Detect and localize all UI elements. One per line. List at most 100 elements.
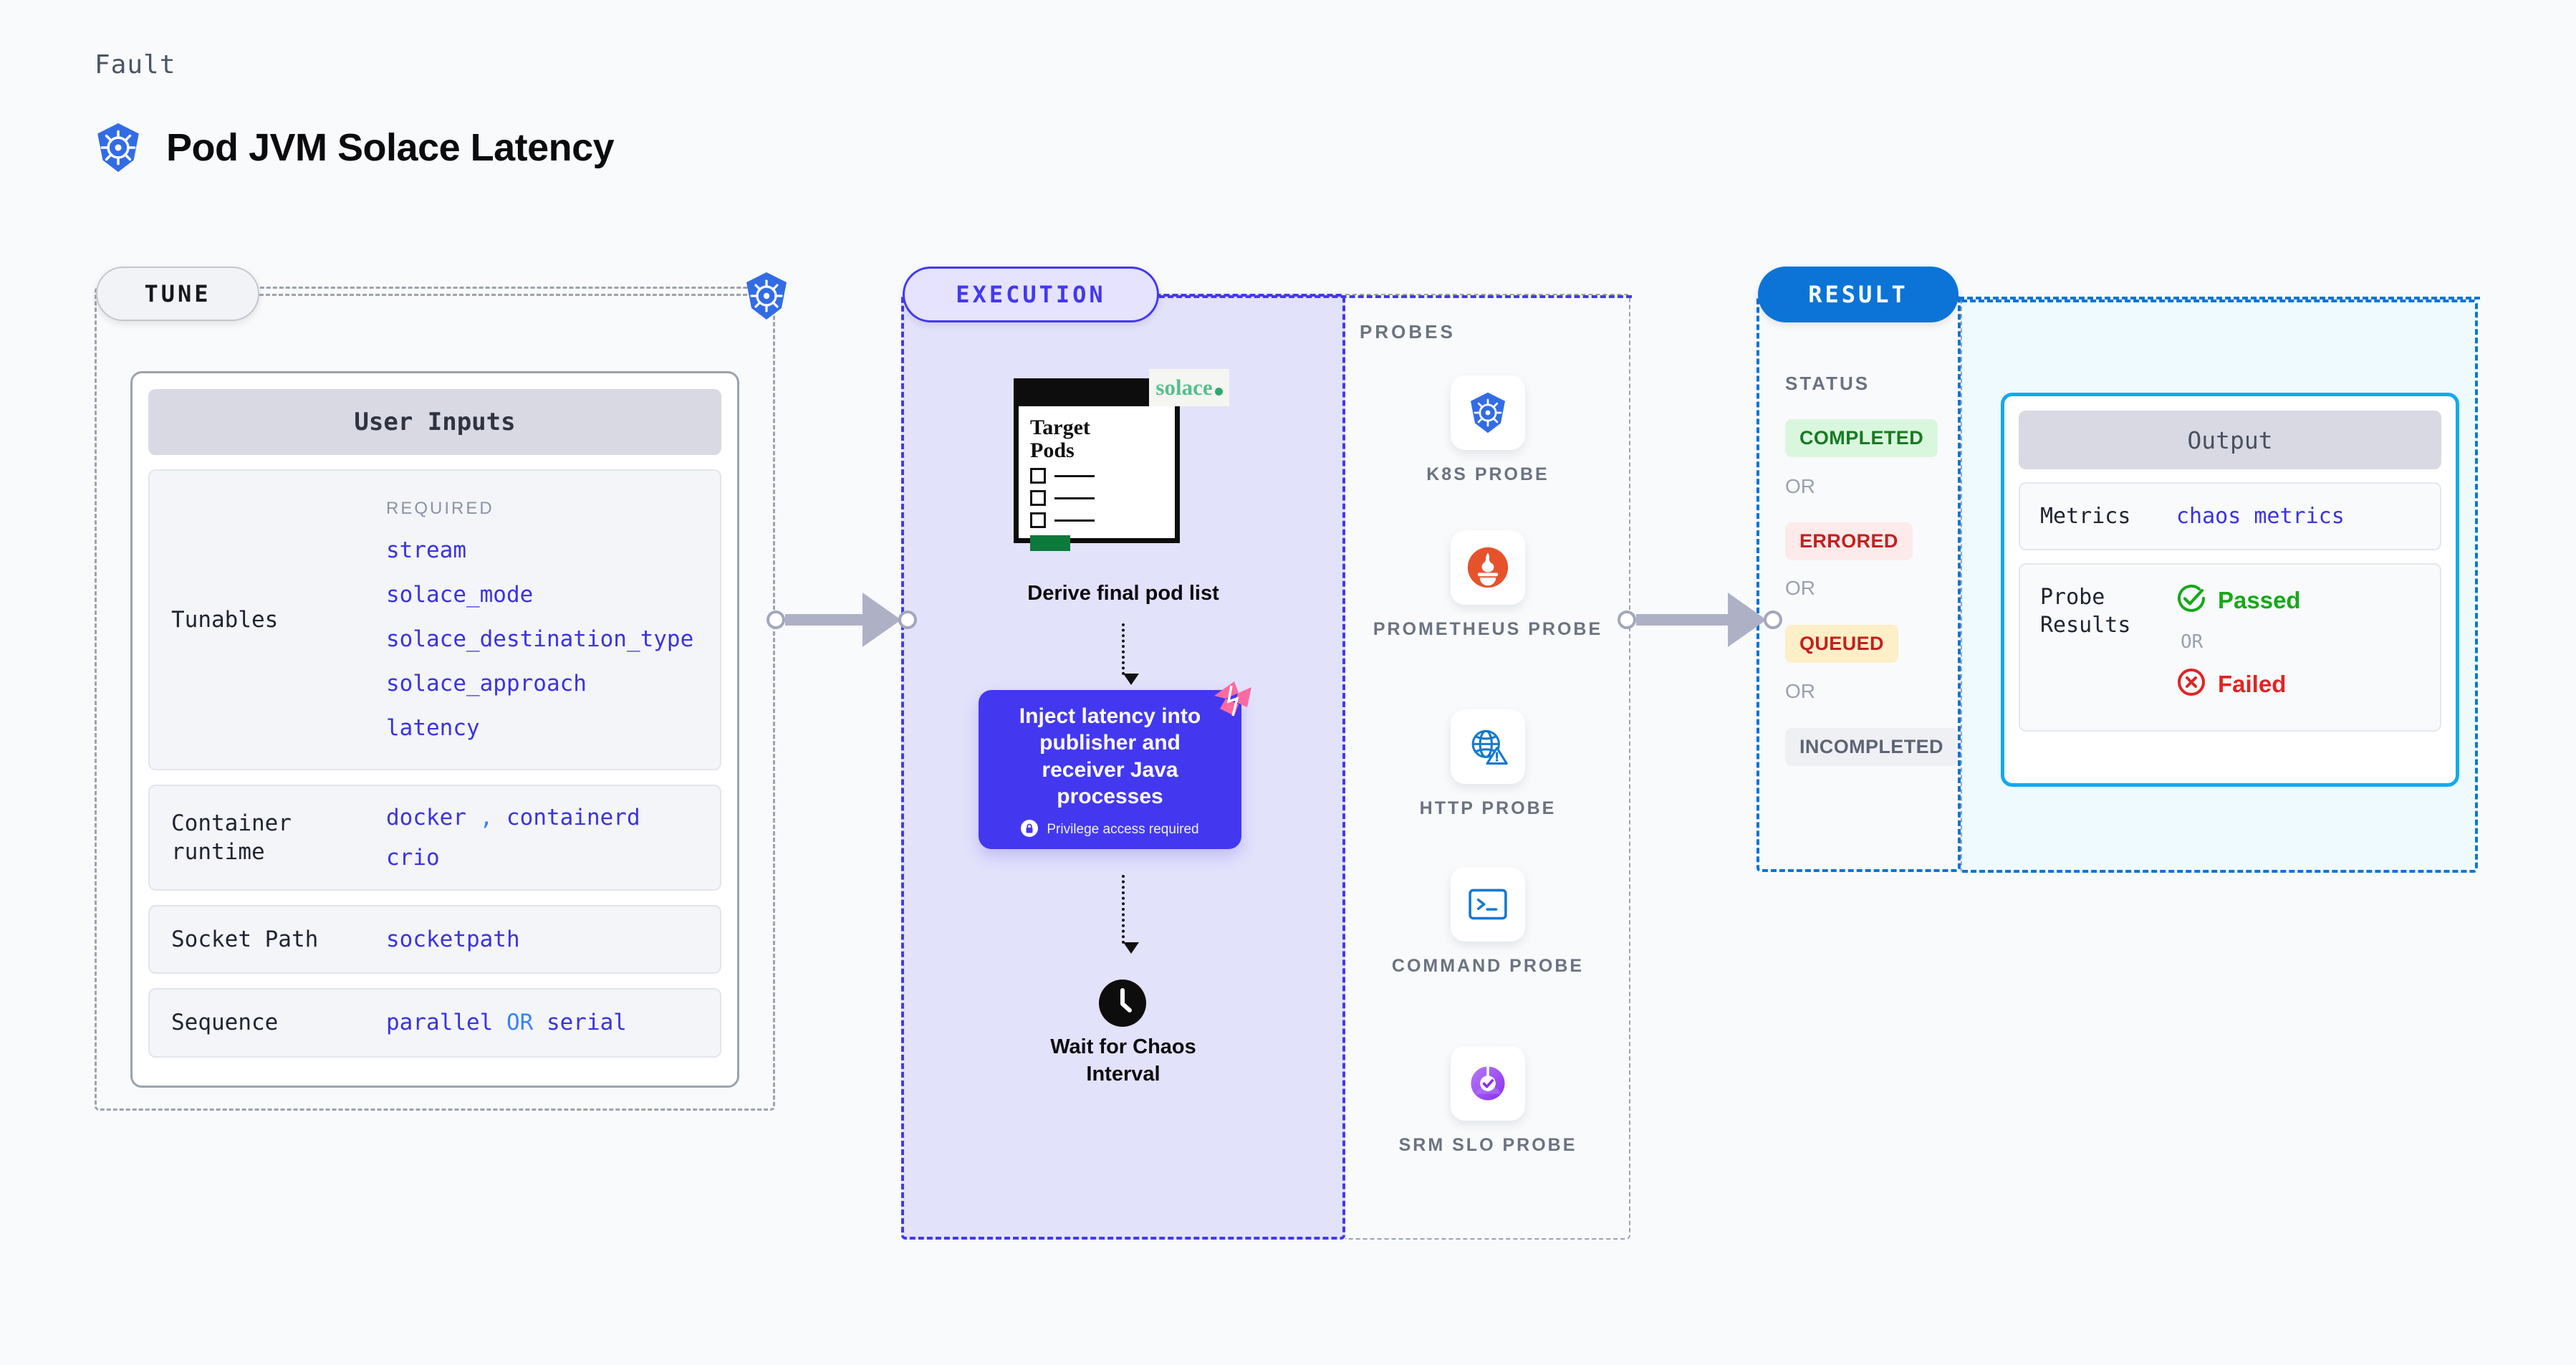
container-runtime-values: docker , containerd crio [386,805,698,871]
metrics-label: Metrics [2040,504,2131,529]
failed-label: Failed [2218,670,2287,697]
connector-end-dot [1764,610,1782,629]
target-pods-title-line1: Target [1030,416,1090,439]
sequence-serial[interactable]: serial [546,1010,627,1036]
prometheus-icon [1467,547,1509,588]
flow-arrow-icon [1122,623,1139,685]
wait-caption-line1: Wait for Chaos [1050,1035,1196,1058]
x-circle-icon [2176,667,2206,701]
socket-path-row: Socket Path socketpath [148,905,721,974]
stage-pill-tune[interactable]: TUNE [96,267,259,321]
connector-start-dot [766,610,785,629]
target-pods-title-line2: Pods [1030,438,1075,462]
probe-results-values: Passed OR Failed [2176,583,2301,701]
green-bar [1030,535,1070,551]
status-or-label: OR [1785,475,1815,497]
solace-logo-text: solace [1155,375,1213,400]
socket-path-label: Socket Path [171,926,319,952]
status-badge-completed: COMPLETED [1785,419,1938,457]
stage-pill-execution[interactable]: EXECUTION [903,267,1159,322]
list-item [1030,512,1163,528]
socket-path-value[interactable]: socketpath [386,926,520,953]
metrics-row: Metrics chaos metrics [2019,482,2441,550]
checkbox-icon [1030,468,1046,484]
privilege-note-text: Privilege access required [1047,822,1199,838]
probe-tile [1451,530,1525,605]
runtime-containerd[interactable]: containerd [506,805,640,830]
list-item [1030,490,1163,506]
srm-slo-gauge-icon [1471,1065,1505,1101]
status-title: STATUS [1785,373,1870,394]
status-badge-errored: ERRORED [1785,522,1913,560]
execution-leader-line [1159,295,1632,298]
probe-label: SRM SLO PROBE [1398,1135,1577,1155]
probe-results-or: OR [2181,631,2203,653]
check-circle-icon [2176,583,2206,617]
terminal-icon [1469,889,1507,920]
metrics-value[interactable]: chaos metrics [2176,504,2345,529]
output-title: Output [2019,411,2441,469]
probe-results-label: Probe Results [2040,585,2131,638]
card-body: Target Pods [1019,406,1175,561]
status-or-label: OR [1785,577,1815,599]
user-inputs-card: User Inputs Tunables REQUIRED stream sol… [130,371,739,1088]
status-badge-queued: QUEUED [1785,625,1898,663]
sequence-label: Sequence [171,1010,279,1036]
privilege-note: Privilege access required [1021,819,1199,840]
inject-latency-text: Inject latency into publisher and receiv… [1019,704,1201,808]
arrow-head-icon [1728,593,1767,647]
probe-label: K8S PROBE [1426,464,1549,484]
probe-label: PROMETHEUS PROBE [1373,619,1603,639]
inject-latency-step[interactable]: Inject latency into publisher and receiv… [979,681,1251,849]
result-panel [1756,295,1961,872]
status-badge-incompleted: INCOMPLETED [1785,728,1958,766]
connector-end-dot [898,610,917,629]
required-tag: REQUIRED [386,499,494,518]
tune-leader-line [259,294,754,296]
connector-start-dot [1618,610,1636,629]
arrow-head-icon [862,593,901,647]
sequence-parallel[interactable]: parallel [386,1010,494,1036]
runtime-separator: , [479,805,494,830]
checkbox-icon [1030,512,1046,528]
tunables-label: Tunables [171,606,279,633]
probe-result-passed: Passed [2176,583,2301,617]
sequence-values: parallel OR serial [386,1010,698,1035]
probe-k8s[interactable]: K8S PROBE [1345,375,1630,487]
probe-label: HTTP PROBE [1419,798,1557,818]
kubernetes-icon [95,122,142,173]
kubernetes-icon [1471,392,1505,434]
runtime-docker[interactable]: docker [386,805,466,830]
runtime-crio[interactable]: crio [386,845,440,871]
connector-shaft [1636,614,1728,626]
card-title-bar [1019,383,1175,406]
output-card: Output Metrics chaos metrics Probe Resul… [2001,393,2459,787]
probe-results-row: Probe Results Passed OR [2019,563,2441,732]
list-item [1030,468,1163,484]
passed-label: Passed [2218,586,2301,613]
probe-label: COMMAND PROBE [1391,956,1585,976]
tunable-latency[interactable]: latency [386,715,480,741]
probe-srm-slo[interactable]: SRM SLO PROBE [1345,1046,1630,1158]
solace-logo: solace [1149,369,1229,406]
probe-command[interactable]: COMMAND PROBE [1345,867,1630,979]
probe-http[interactable]: HTTP PROBE [1345,709,1630,821]
probe-tile [1451,1046,1525,1121]
probe-prometheus[interactable]: PROMETHEUS PROBE [1345,530,1630,642]
stage-pill-result[interactable]: RESULT [1758,267,1959,322]
user-inputs-title: User Inputs [148,389,721,455]
tunables-row: Tunables REQUIRED stream solace_mode sol… [148,469,721,770]
status-or-label: OR [1785,680,1815,702]
probe-tile [1451,375,1525,450]
tunable-solace-approach[interactable]: solace_approach [386,671,587,696]
tunables-values: REQUIRED stream solace_mode solace_desti… [386,499,698,741]
tunable-stream[interactable]: stream [386,537,466,563]
tunable-solace-mode[interactable]: solace_mode [386,582,534,608]
flow-arrow-icon [1122,875,1139,954]
tunable-solace-destination-type[interactable]: solace_destination_type [386,626,694,652]
clock-icon [1099,980,1146,1027]
harness-ribbon-icon [1210,680,1254,722]
wait-chaos-caption: Wait for Chaos Interval [901,1034,1345,1088]
probes-title: PROBES [1360,321,1456,343]
